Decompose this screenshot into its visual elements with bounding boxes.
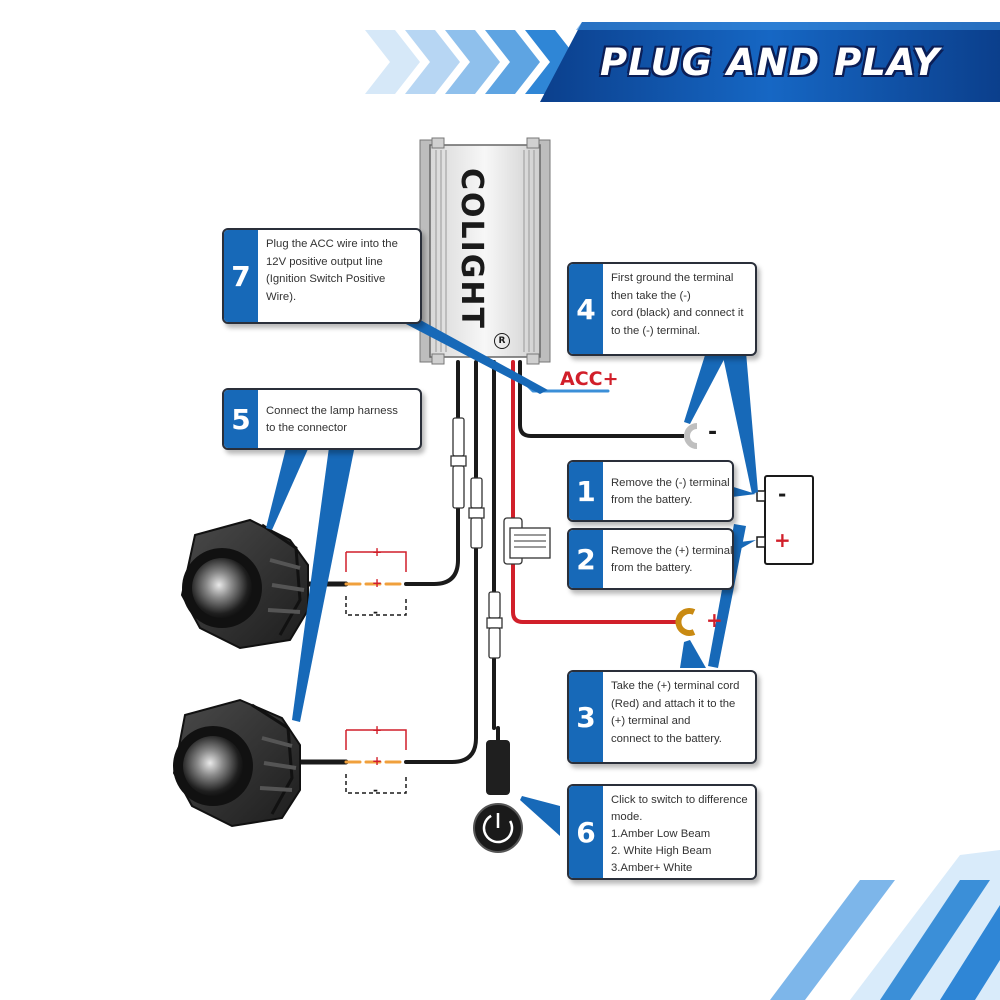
battery-negative-sign: - bbox=[778, 482, 787, 506]
page-title: PLUG AND PLAY bbox=[599, 40, 941, 84]
step-number: 6 bbox=[569, 786, 603, 878]
polarity-bottom-1: + bbox=[372, 723, 383, 737]
step-number: 5 bbox=[224, 390, 258, 448]
fog-lamp-bottom bbox=[172, 698, 301, 828]
step-3-callout: 3 Take the (+) terminal cord(Red) and at… bbox=[567, 670, 757, 764]
banner-chevrons bbox=[365, 30, 580, 94]
polarity-diagrams bbox=[345, 551, 407, 794]
step-number: 2 bbox=[569, 530, 603, 588]
step-text: Take the (+) terminal cord(Red) and atta… bbox=[611, 680, 740, 745]
battery-positive-sign: + bbox=[774, 528, 791, 552]
polarity-top-3: - bbox=[373, 605, 378, 619]
polarity-bottom-3: - bbox=[373, 783, 378, 797]
wires bbox=[297, 360, 678, 765]
step-number: 3 bbox=[569, 672, 603, 762]
registered-mark: R bbox=[494, 333, 510, 349]
ground-terminal-sign: - bbox=[708, 420, 718, 445]
fog-lamp-top bbox=[180, 518, 309, 650]
polarity-bottom-2: + bbox=[372, 754, 383, 768]
harness-connectors bbox=[450, 417, 503, 659]
battery bbox=[756, 475, 814, 565]
banner-background bbox=[540, 22, 1000, 102]
acc-label: ACC+ bbox=[560, 368, 619, 390]
step-number: 7 bbox=[224, 230, 258, 322]
callout-pointers bbox=[266, 300, 758, 836]
fuse-holder bbox=[503, 517, 551, 565]
brand-logo-text: COLIGHT bbox=[454, 168, 489, 330]
polarity-top-1: + bbox=[372, 545, 383, 559]
positive-terminal bbox=[675, 608, 696, 636]
controller-box bbox=[419, 137, 551, 365]
positive-terminal-sign: + bbox=[706, 608, 723, 632]
corner-chevrons bbox=[770, 850, 1000, 1000]
step-number: 1 bbox=[569, 462, 603, 520]
power-switch bbox=[473, 740, 523, 853]
step-number: 4 bbox=[569, 264, 603, 354]
ground-terminal bbox=[672, 423, 698, 449]
polarity-top-2: + bbox=[372, 576, 383, 590]
